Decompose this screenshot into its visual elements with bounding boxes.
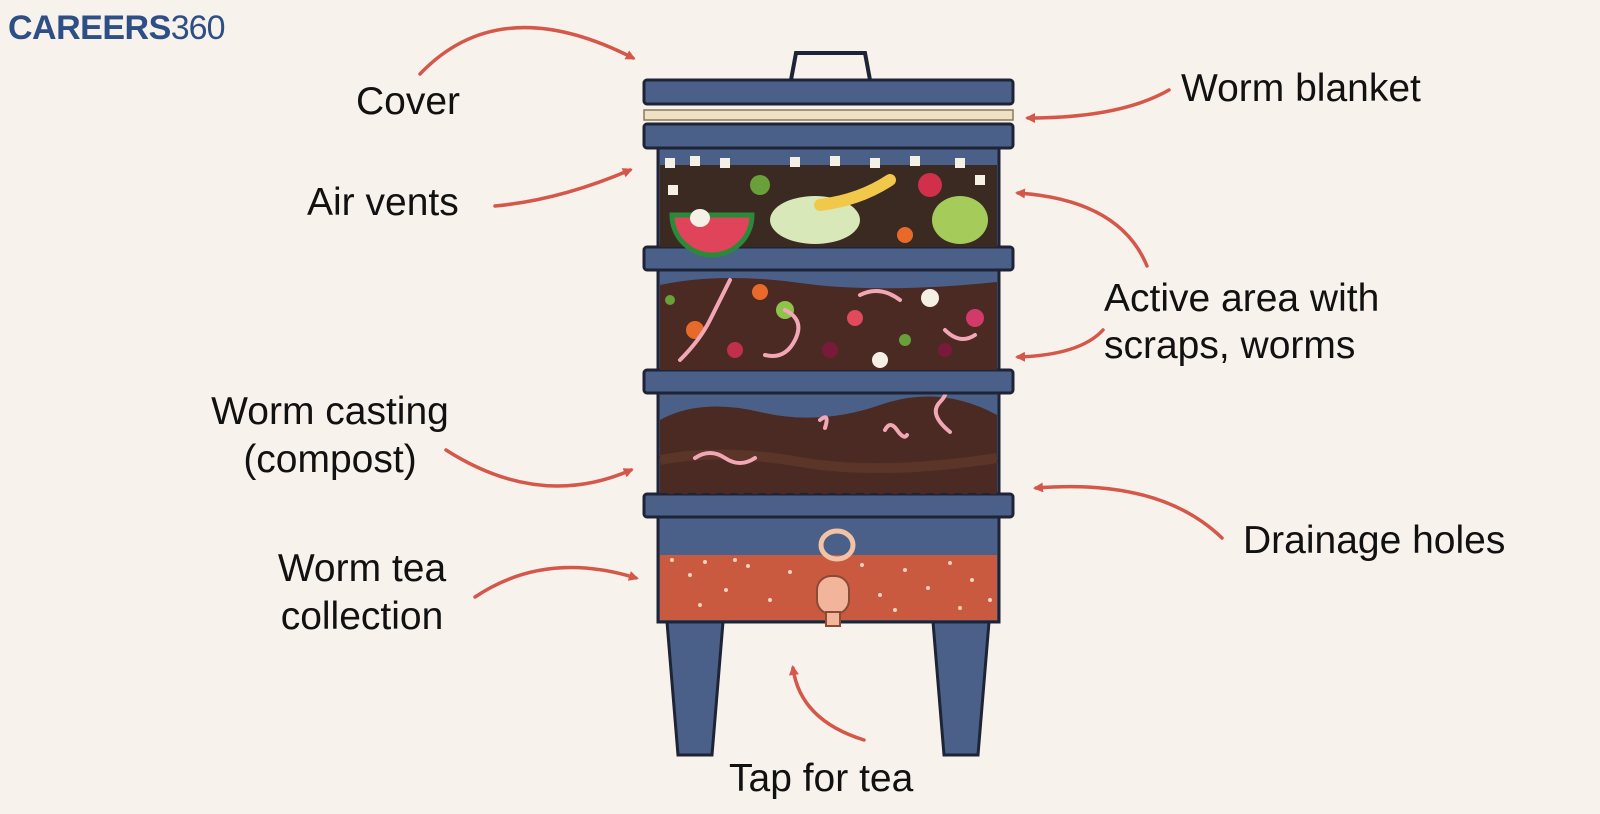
label-worm-casting-line1: Worm casting — [211, 390, 449, 433]
label-worm-casting-line2: (compost) — [243, 438, 417, 481]
brand-logo: CAREERS360 — [8, 6, 226, 50]
scraps-tray-top — [656, 146, 1001, 258]
bin-cover — [642, 51, 1015, 106]
label-worm-tea-line1: Worm tea — [277, 547, 447, 590]
arrow-air-vents — [493, 168, 633, 208]
arrow-drainage — [1033, 482, 1224, 540]
arrow-active-lower — [1015, 328, 1105, 362]
arrow-worm-casting — [444, 448, 634, 488]
label-cover: Cover — [356, 80, 461, 123]
label-worm-blanket: Worm blanket — [1181, 67, 1421, 110]
label-active-area-line1: Active area with — [1104, 277, 1380, 320]
bin-legs — [665, 620, 991, 757]
tap — [816, 528, 856, 627]
brand-name: CAREERS — [8, 9, 171, 47]
tray-rim-2 — [642, 368, 1015, 395]
arrow-cover — [418, 25, 636, 76]
active-tray-lower — [656, 268, 1001, 372]
upper-rim — [642, 122, 1015, 150]
worm-casting-tray — [656, 378, 1001, 496]
drainage-rim — [642, 492, 1015, 519]
label-active-area-line2: scraps, worms — [1104, 324, 1356, 367]
brand-number: 360 — [170, 9, 226, 47]
arrow-worm-tea — [473, 565, 639, 599]
worm-blanket — [643, 109, 1014, 121]
label-air-vents: Air vents — [307, 181, 459, 224]
label-tap-for-tea: Tap for tea — [729, 757, 914, 800]
label-drainage-holes: Drainage holes — [1243, 519, 1506, 562]
label-worm-tea-line2: collection — [280, 595, 444, 638]
arrow-tap — [788, 665, 866, 742]
arrow-active-upper — [1015, 188, 1149, 268]
arrow-worm-blanket — [1025, 88, 1171, 123]
